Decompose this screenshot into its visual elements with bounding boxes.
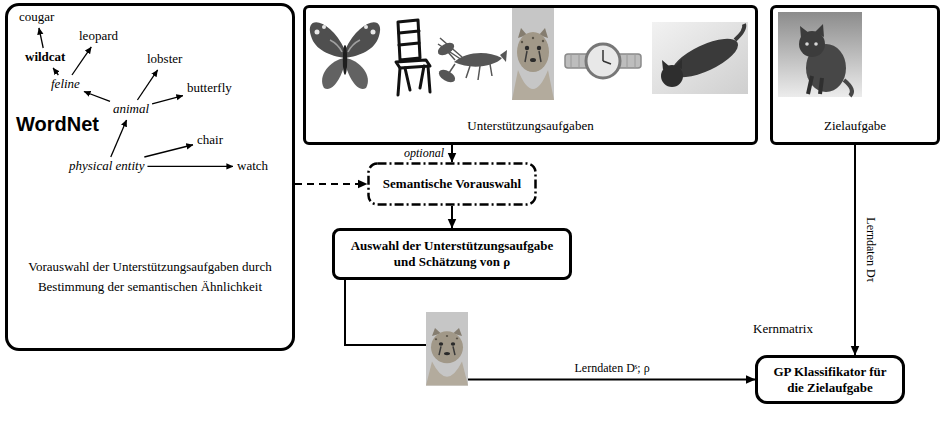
cat-image xyxy=(652,22,748,94)
concept-word: feline xyxy=(50,77,81,92)
hypernym-arrow xyxy=(84,91,110,101)
concept-word: leopard xyxy=(78,29,119,44)
concept-word: chair xyxy=(196,133,224,148)
hypernym-arrow xyxy=(111,120,127,157)
data-flow-arrow xyxy=(854,145,856,355)
hypernym-arrow xyxy=(53,68,58,75)
concept-word: cougar xyxy=(18,10,55,25)
hypernym-arrow xyxy=(137,70,157,100)
classifier-box: GP Klassifikator für die Zielaufgabe xyxy=(755,355,905,404)
target-cat-image xyxy=(778,12,862,97)
annotation-label: Kernmatrix xyxy=(752,322,814,337)
selected-support-image xyxy=(426,312,468,386)
node-text: WordNet xyxy=(16,112,99,136)
target-task-panel: Zielaufgabe xyxy=(770,5,940,145)
concept-word: wildcat xyxy=(24,50,66,65)
node-text: Semantische Vorauswahl xyxy=(383,176,521,192)
hypernym-arrow xyxy=(152,96,183,104)
hypernym-arrow xyxy=(144,145,193,157)
concept-word: physical entity xyxy=(68,159,145,174)
node-text: Zielaufgabe xyxy=(824,118,886,134)
hypernym-arrow xyxy=(39,28,43,48)
butterfly-image xyxy=(310,22,380,89)
edge-label: Lerndaten Dτ xyxy=(863,216,877,283)
arrow xyxy=(451,206,453,228)
cheetah-image xyxy=(512,8,554,100)
concept-word: lobster xyxy=(146,52,183,67)
edge-label: Lerndaten Dˢ; ρ xyxy=(574,362,651,376)
node-text: GP Klassifikator für die Zielaufgabe xyxy=(768,364,892,395)
support-tasks-panel: Unterstützungsaufgaben xyxy=(303,5,758,145)
hypernym-arrow xyxy=(147,166,233,167)
chair-image xyxy=(396,20,430,95)
dashed-arrow xyxy=(295,183,367,185)
selection-box: Auswahl der Unterstützungsaufgabe und Sc… xyxy=(332,228,572,280)
concept-word: watch xyxy=(236,159,269,174)
data-flow-arrow xyxy=(345,280,755,380)
hypernym-arrow xyxy=(72,47,91,75)
dash-dot-border xyxy=(369,164,536,205)
node-body-text: Vorauswahl der Unterstützungsaufgaben du… xyxy=(28,257,273,296)
concept-word: animal xyxy=(112,102,150,117)
preselection-box: Semantische Vorauswahl xyxy=(367,162,537,206)
lobster-image xyxy=(436,38,507,85)
node-text: Auswahl der Unterstützungsaufgabe und Sc… xyxy=(343,238,561,269)
arrow xyxy=(451,145,453,162)
node-text: Unterstützungsaufgaben xyxy=(467,118,593,134)
hypernym-arrows xyxy=(39,28,233,167)
edge-label: optional xyxy=(403,147,445,161)
watch-image xyxy=(565,44,641,78)
concept-word: butterfly xyxy=(186,81,233,96)
